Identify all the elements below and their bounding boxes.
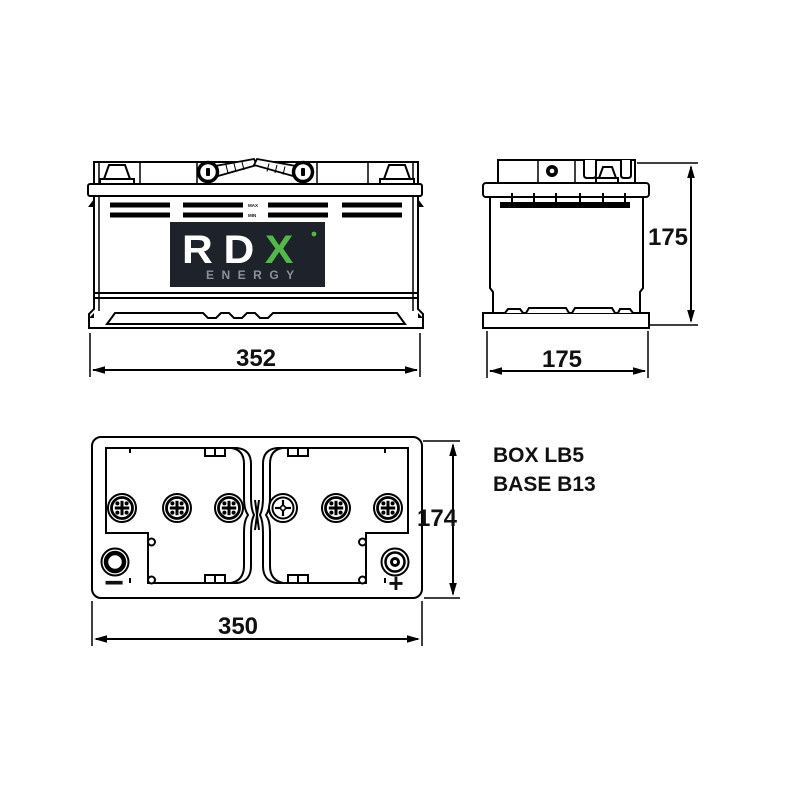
front-holddown-ledge	[105, 312, 407, 325]
brand-tagline: ENERGY	[206, 268, 302, 282]
top-height-value: 174	[417, 505, 458, 532]
side-base	[482, 312, 650, 329]
front-width-dimension: 352	[89, 333, 421, 377]
negative-sign: −	[104, 564, 124, 602]
vent-cap-2	[161, 492, 193, 524]
front-lid-flange	[87, 183, 423, 197]
side-terminal	[597, 166, 618, 179]
pilot-hole	[358, 575, 367, 585]
side-clamp-slot-left	[583, 160, 597, 179]
top-lid-tabs	[129, 447, 386, 584]
side-body-outline	[489, 196, 644, 314]
front-width-value: 352	[236, 345, 276, 372]
spec-notes: BOX LB5 BASE B13	[493, 444, 596, 496]
max-mark: MAX	[248, 203, 258, 208]
top-width-dimension: 350	[91, 601, 423, 646]
positive-terminal	[380, 547, 410, 577]
top-width-value: 350	[218, 613, 258, 640]
pilot-hole	[147, 537, 156, 547]
negative-terminal	[100, 547, 130, 577]
side-width-dimension: 175	[486, 331, 649, 378]
vent-cap-5	[320, 492, 352, 524]
front-terminal-left	[99, 164, 135, 185]
vent-cap-4	[267, 492, 299, 524]
box-type-note: BOX LB5	[493, 444, 584, 467]
side-height-dimension: 175	[637, 162, 698, 326]
pilot-hole	[147, 575, 156, 585]
side-height-value: 175	[648, 224, 688, 251]
front-handle	[196, 157, 315, 184]
vent-cap-6	[372, 492, 404, 524]
brand-label-background	[170, 222, 325, 287]
pilot-hole	[358, 537, 367, 547]
front-edge-notch-right	[418, 199, 424, 207]
vent-cap-3	[213, 492, 245, 524]
brand-trademark-dot	[311, 231, 317, 237]
top-height-dimension: 174	[417, 440, 460, 599]
base-type-note: BASE B13	[493, 473, 596, 496]
side-width-value: 175	[542, 346, 582, 373]
positive-sign: +	[388, 568, 403, 598]
min-mark: MIN	[248, 213, 256, 218]
top-view: − + 174 350	[91, 436, 460, 646]
side-view: 175 175	[482, 159, 698, 378]
side-comb-detail	[500, 193, 630, 208]
front-terminal-right	[379, 164, 415, 185]
front-level-stripes	[110, 202, 402, 218]
top-inner-outline-right	[258, 447, 409, 584]
side-clamp-slot-right	[620, 160, 632, 179]
top-inner-outline-left	[105, 447, 256, 584]
front-edge-notch-left	[88, 199, 94, 207]
vent-cap-1	[106, 492, 138, 524]
